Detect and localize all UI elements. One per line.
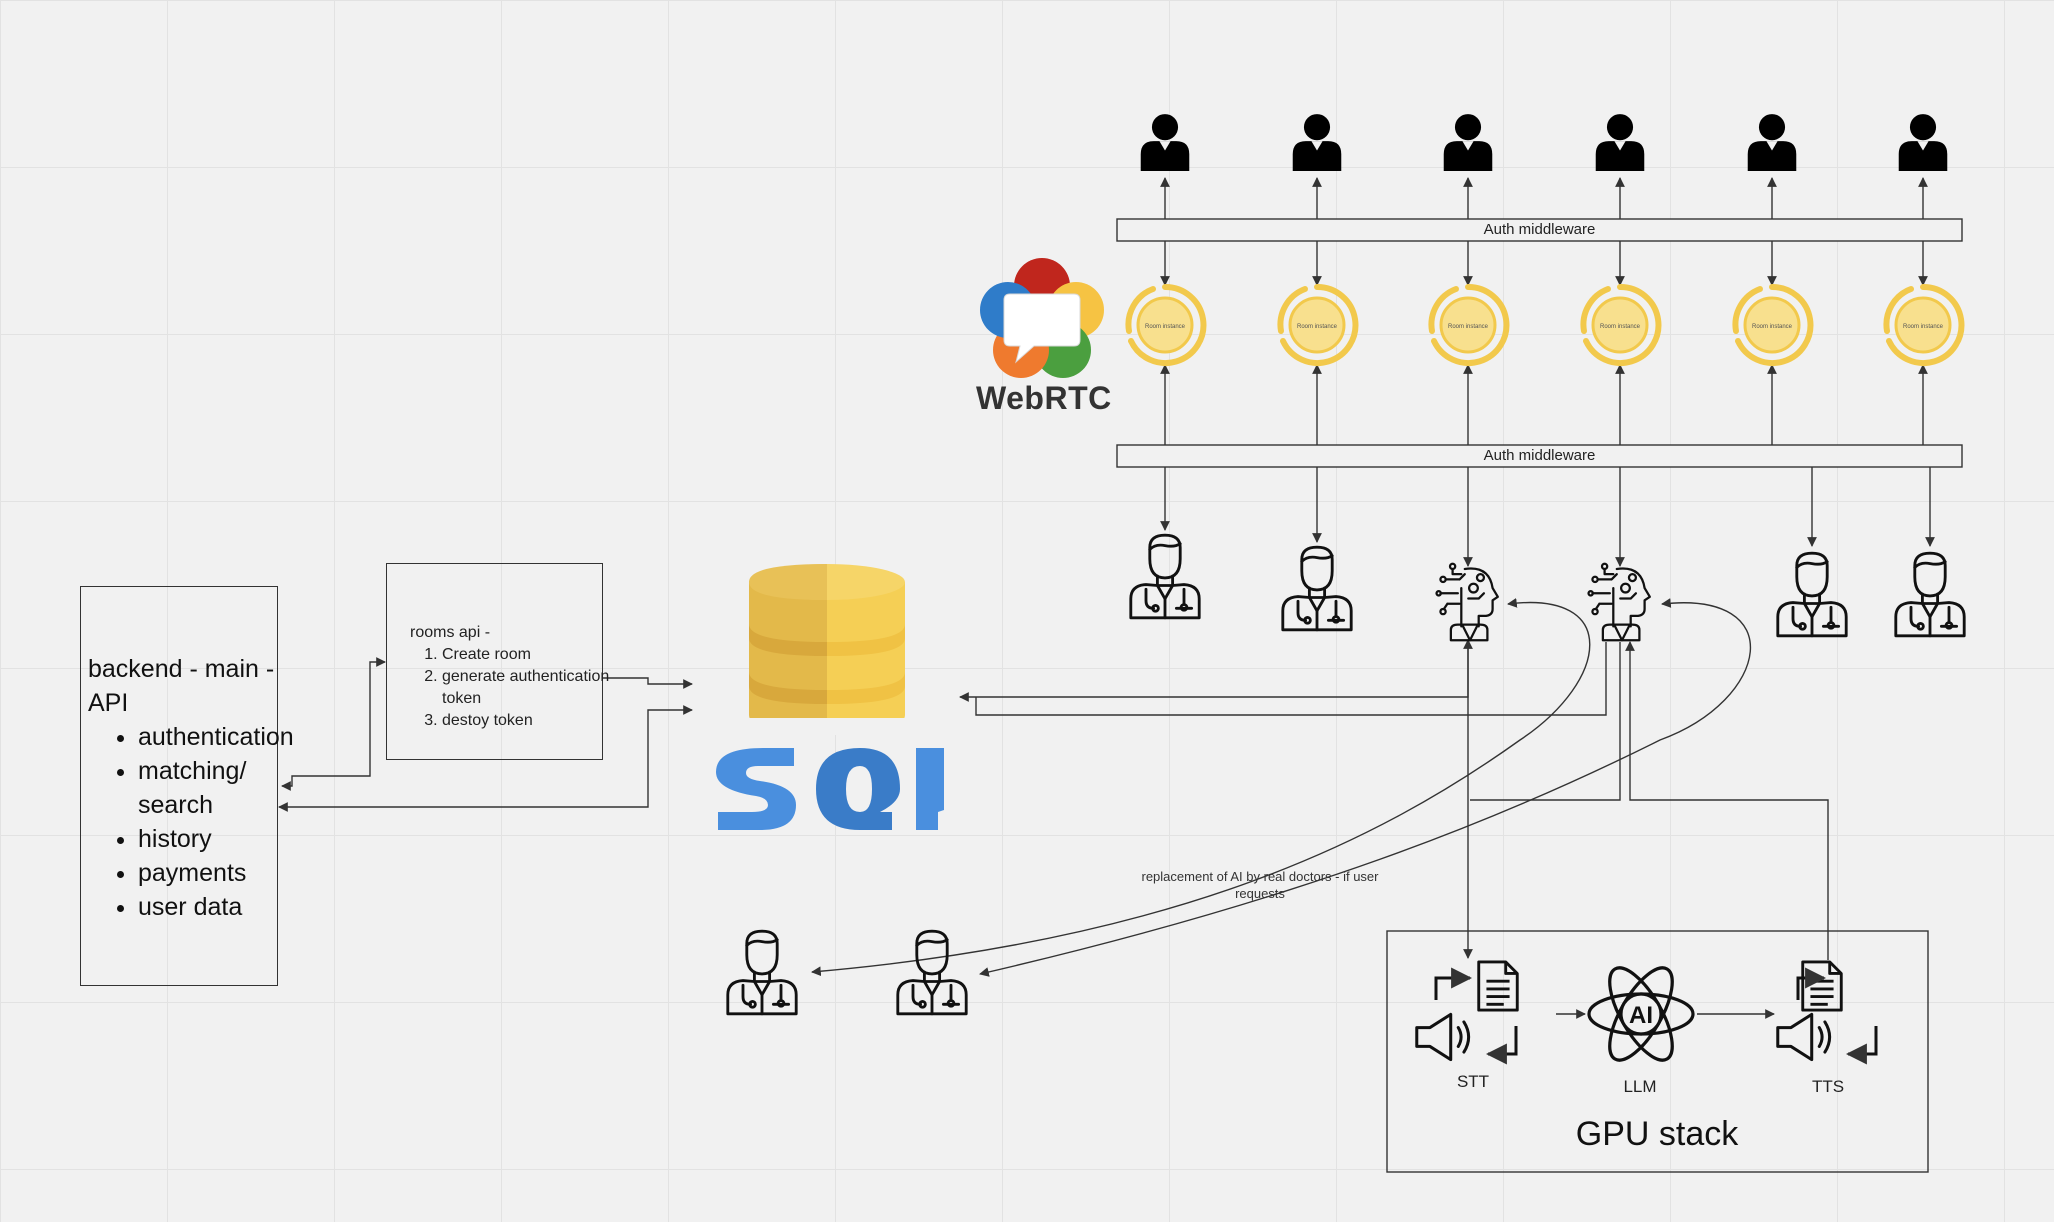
rooms-api-item: Create room bbox=[442, 644, 610, 666]
room-instance-label: Room instance bbox=[1903, 324, 1944, 330]
llm-label: LLM bbox=[1623, 1077, 1657, 1096]
tts-label: TTS bbox=[1811, 1077, 1845, 1096]
sql-wordmark bbox=[716, 718, 945, 830]
doctor-icon bbox=[1129, 533, 1201, 620]
users-row bbox=[1140, 114, 1948, 171]
room-instance-label: Room instance bbox=[1600, 324, 1641, 330]
speaker-icon bbox=[1776, 1012, 1832, 1062]
backend-text: backend - main - API authentication matc… bbox=[88, 652, 294, 924]
user-icon bbox=[1898, 114, 1948, 171]
backend-item: history bbox=[138, 822, 278, 856]
stt-label: STT bbox=[1456, 1072, 1490, 1091]
doctor-icon bbox=[1281, 545, 1353, 632]
rooms-api-box[interactable] bbox=[386, 563, 603, 760]
doctor-icon bbox=[896, 929, 968, 1016]
user-icon bbox=[1292, 114, 1342, 171]
room-instances: Room instance Room instance Room instanc… bbox=[1128, 287, 1961, 363]
ai-badge: AI bbox=[1629, 1002, 1653, 1029]
room-instance-label: Room instance bbox=[1752, 324, 1793, 330]
ai-atom-icon: AI bbox=[1587, 966, 1695, 1062]
replacement-note: replacement of AI by real doctors - if u… bbox=[1141, 869, 1379, 901]
rooms-api-item: destoy token bbox=[442, 710, 610, 732]
rooms-api-item: generate authentication token bbox=[442, 666, 610, 710]
document-icon bbox=[1477, 960, 1519, 1012]
doctor-icon bbox=[726, 929, 798, 1016]
user-icon bbox=[1595, 114, 1645, 171]
backend-item: authentication bbox=[138, 720, 294, 754]
backend-item: payments bbox=[138, 856, 278, 890]
rooms-api-text: rooms api - Create room generate authent… bbox=[410, 622, 610, 732]
webrtc-label: WebRTC bbox=[976, 380, 1112, 416]
ai-doctor-icon bbox=[1435, 562, 1500, 642]
database-icon bbox=[749, 564, 905, 733]
document-icon bbox=[1801, 960, 1843, 1012]
speaker-icon bbox=[1415, 1012, 1471, 1062]
stt-node bbox=[1415, 960, 1519, 1065]
rooms-api-items: Create room generate authentication toke… bbox=[410, 644, 610, 732]
auth-middleware-bottom-label: Auth middleware bbox=[1483, 447, 1596, 464]
consult-row bbox=[1129, 533, 1966, 642]
auth-middleware-bottom[interactable] bbox=[1116, 444, 1963, 468]
gpu-stack-title: GPU stack bbox=[1575, 1115, 1739, 1153]
user-icon bbox=[1747, 114, 1797, 171]
doctor-icon bbox=[1776, 551, 1848, 638]
rooms-api-title: rooms api - bbox=[410, 624, 491, 641]
ai-doctor-icon bbox=[1587, 562, 1652, 642]
user-icon bbox=[1443, 114, 1493, 171]
user-icon bbox=[1140, 114, 1190, 171]
room-instance-label: Room instance bbox=[1448, 324, 1489, 330]
auth-middleware-top[interactable] bbox=[1116, 218, 1963, 242]
connectors bbox=[278, 177, 1935, 1019]
backend-items: authentication matching/ search history … bbox=[88, 720, 294, 924]
auth-middleware-top-label: Auth middleware bbox=[1483, 221, 1596, 238]
room-instance-label: Room instance bbox=[1145, 324, 1186, 330]
backend-title: backend - main - API bbox=[88, 655, 275, 717]
webrtc-logo bbox=[980, 258, 1104, 378]
doctor-icon bbox=[1894, 551, 1966, 638]
backend-item: user data bbox=[138, 890, 278, 924]
room-instance-label: Room instance bbox=[1297, 324, 1338, 330]
tts-node bbox=[1776, 960, 1878, 1065]
backend-box[interactable] bbox=[80, 586, 278, 986]
gpu-stack-box[interactable] bbox=[1386, 930, 1929, 1173]
backend-item: matching/ search bbox=[138, 754, 278, 822]
